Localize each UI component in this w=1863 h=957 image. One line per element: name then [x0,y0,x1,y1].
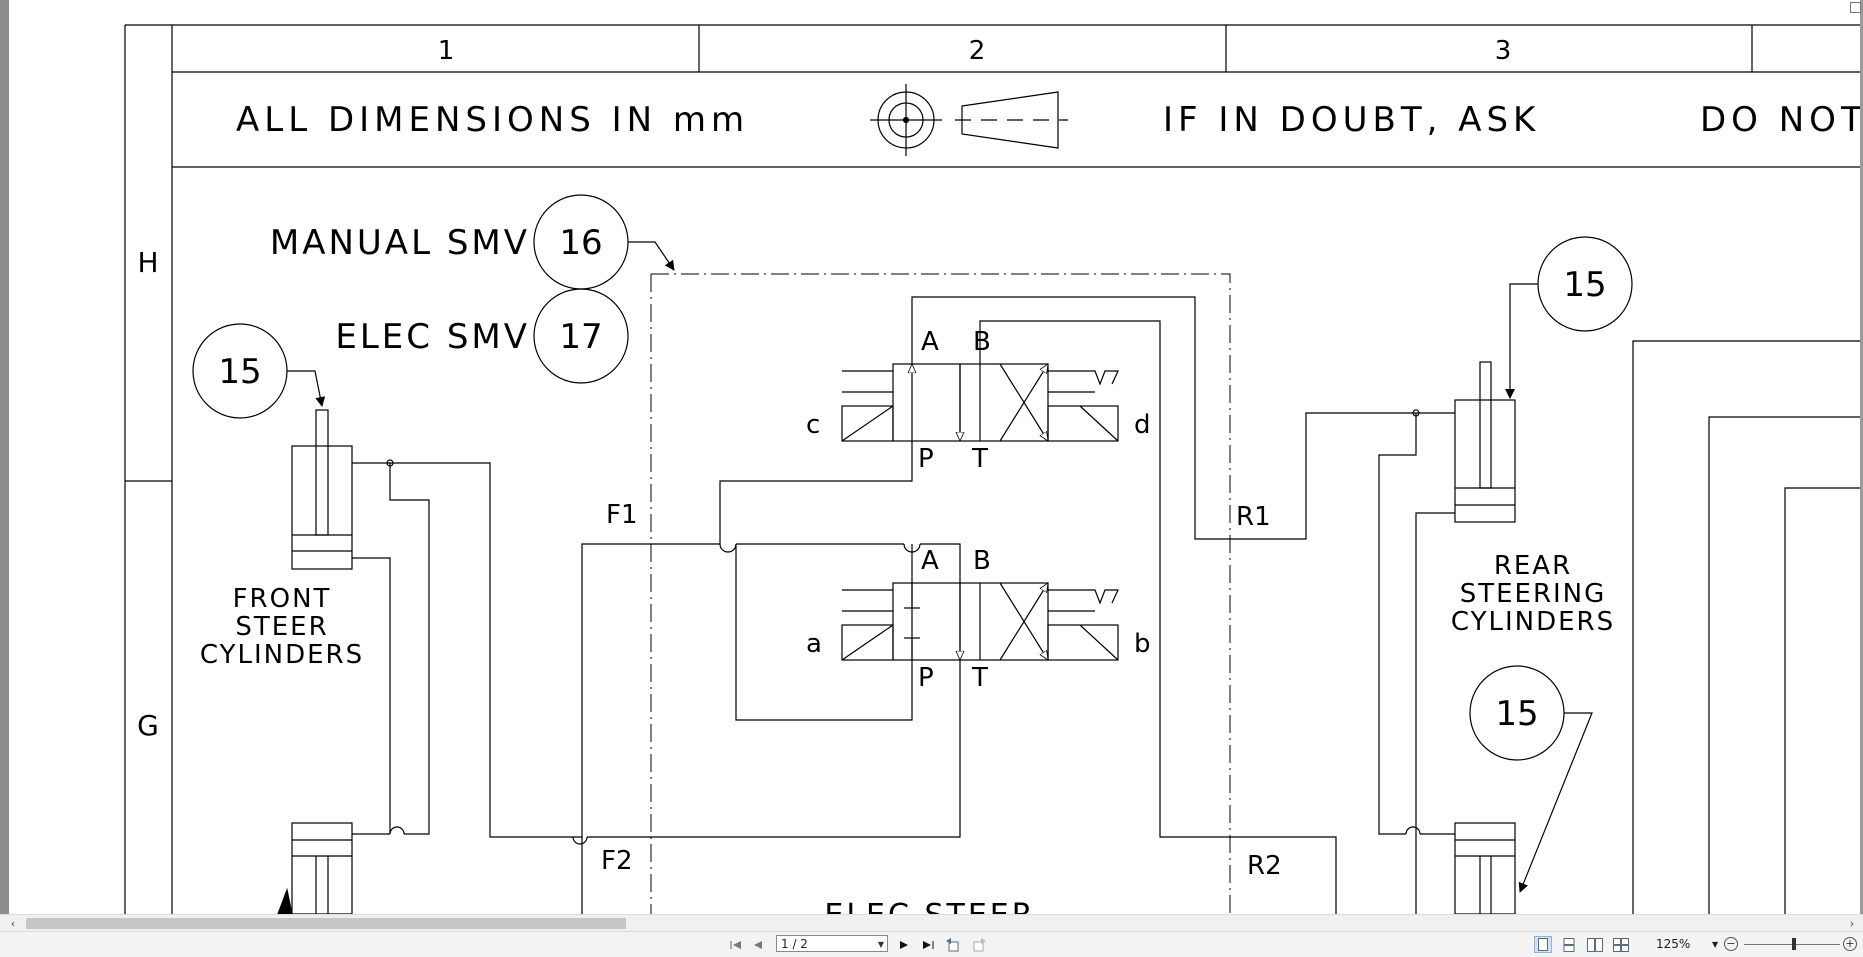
valve-block-boundary [650,273,1231,914]
horizontal-scroll-thumb[interactable] [26,918,626,929]
callout-17: 17 [559,317,602,357]
horizontal-scrollbar[interactable]: ‹ › [0,914,1863,932]
projection-symbol [870,84,1068,156]
doubt-note: IF IN DOUBT, ASK [1163,100,1540,140]
top-directional-valve [719,296,1455,914]
column-number-2: 2 [969,36,986,66]
callout-15-front: 15 [218,352,261,392]
rear-steering-label-line3: CYLINDERS [1451,607,1615,637]
document-page-area[interactable]: 1 2 3 H G ALL DIMENSIONS IN mm IF IN DOU… [9,0,1860,914]
top-valve-port-a: A [921,327,939,357]
first-page-icon[interactable] [728,936,744,953]
right-nested-outlines [1632,340,1860,914]
zoom-dropdown-icon[interactable]: ▼ [1712,940,1719,949]
bottom-valve-sol-a: a [806,629,822,659]
row-letter-g: G [137,709,159,742]
continuous-view-icon[interactable] [1560,936,1578,953]
column-number-3: 3 [1495,36,1512,66]
manual-smv-label: MANUAL SMV [270,223,530,263]
line-label-f2: F2 [601,846,633,876]
next-page-icon[interactable] [896,936,912,953]
top-valve-port-b: B [973,327,991,357]
go-back-icon[interactable] [944,936,960,953]
top-valve-port-t: T [971,444,988,474]
callout-15-rear-top: 15 [1563,265,1606,305]
rear-steering-label-line1: REAR [1494,551,1572,581]
elec-smv-label: ELEC SMV [335,317,530,357]
go-forward-icon[interactable] [972,936,988,953]
bottom-toolbar: 1 / 2 ▼ 125% ▼ − + [0,931,1863,957]
viewer-right-edge [1860,0,1863,914]
scroll-left-icon[interactable]: ‹ [10,917,16,930]
page-dropdown-icon[interactable]: ▼ [877,940,884,949]
single-page-view-icon[interactable] [1534,936,1552,953]
bottom-valve-port-p: P [918,663,934,693]
rear-steering-label-line2: STEERING [1460,579,1607,609]
two-page-view-icon[interactable] [1586,936,1604,953]
page-indicator: 1 / 2 [781,937,808,951]
do-not-note: DO NOT [1700,100,1860,140]
callout-17-circle [533,288,629,384]
zoom-slider-thumb[interactable] [1792,938,1796,950]
bottom-valve-sol-b: b [1134,629,1151,659]
front-steer-label-line3: CYLINDERS [200,640,364,670]
top-valve-sol-c: c [806,410,820,440]
line-label-f1: F1 [606,500,638,530]
last-page-icon[interactable] [920,936,936,953]
corner-button[interactable] [1850,2,1861,13]
page-number-field[interactable]: 1 / 2 ▼ [776,935,888,952]
zoom-in-icon[interactable]: + [1843,937,1857,951]
scroll-right-icon[interactable]: › [1849,917,1855,930]
front-steer-label-line2: STEER [235,612,328,642]
dimensions-note: ALL DIMENSIONS IN mm [236,100,749,140]
bottom-directional-valve [573,543,1119,914]
zoom-out-icon[interactable]: − [1724,937,1738,951]
line-label-r1: R1 [1236,502,1271,532]
two-page-continuous-view-icon[interactable] [1612,936,1630,953]
front-steer-label-line1: FRONT [233,584,332,614]
previous-page-icon[interactable] [750,936,766,953]
elec-steer-label-partial: ELEC STEER [824,898,1035,914]
zoom-level[interactable]: 125% [1656,937,1691,951]
bottom-valve-port-t: T [971,663,988,693]
rear-steering-cylinders [1378,361,1516,914]
callout-15-rear-bottom: 15 [1495,694,1538,734]
column-number-1: 1 [438,36,455,66]
top-valve-sol-d: d [1134,410,1151,440]
callout-16: 16 [559,223,602,263]
bottom-valve-port-a: A [921,546,939,576]
line-label-r2: R2 [1247,851,1282,881]
hydraulic-schematic: 1 2 3 H G ALL DIMENSIONS IN mm IF IN DOU… [124,24,1860,914]
bottom-valve-port-b: B [973,546,991,576]
front-steer-cylinders [277,409,588,914]
top-valve-port-p: P [918,444,934,474]
row-letter-h: H [137,246,158,279]
